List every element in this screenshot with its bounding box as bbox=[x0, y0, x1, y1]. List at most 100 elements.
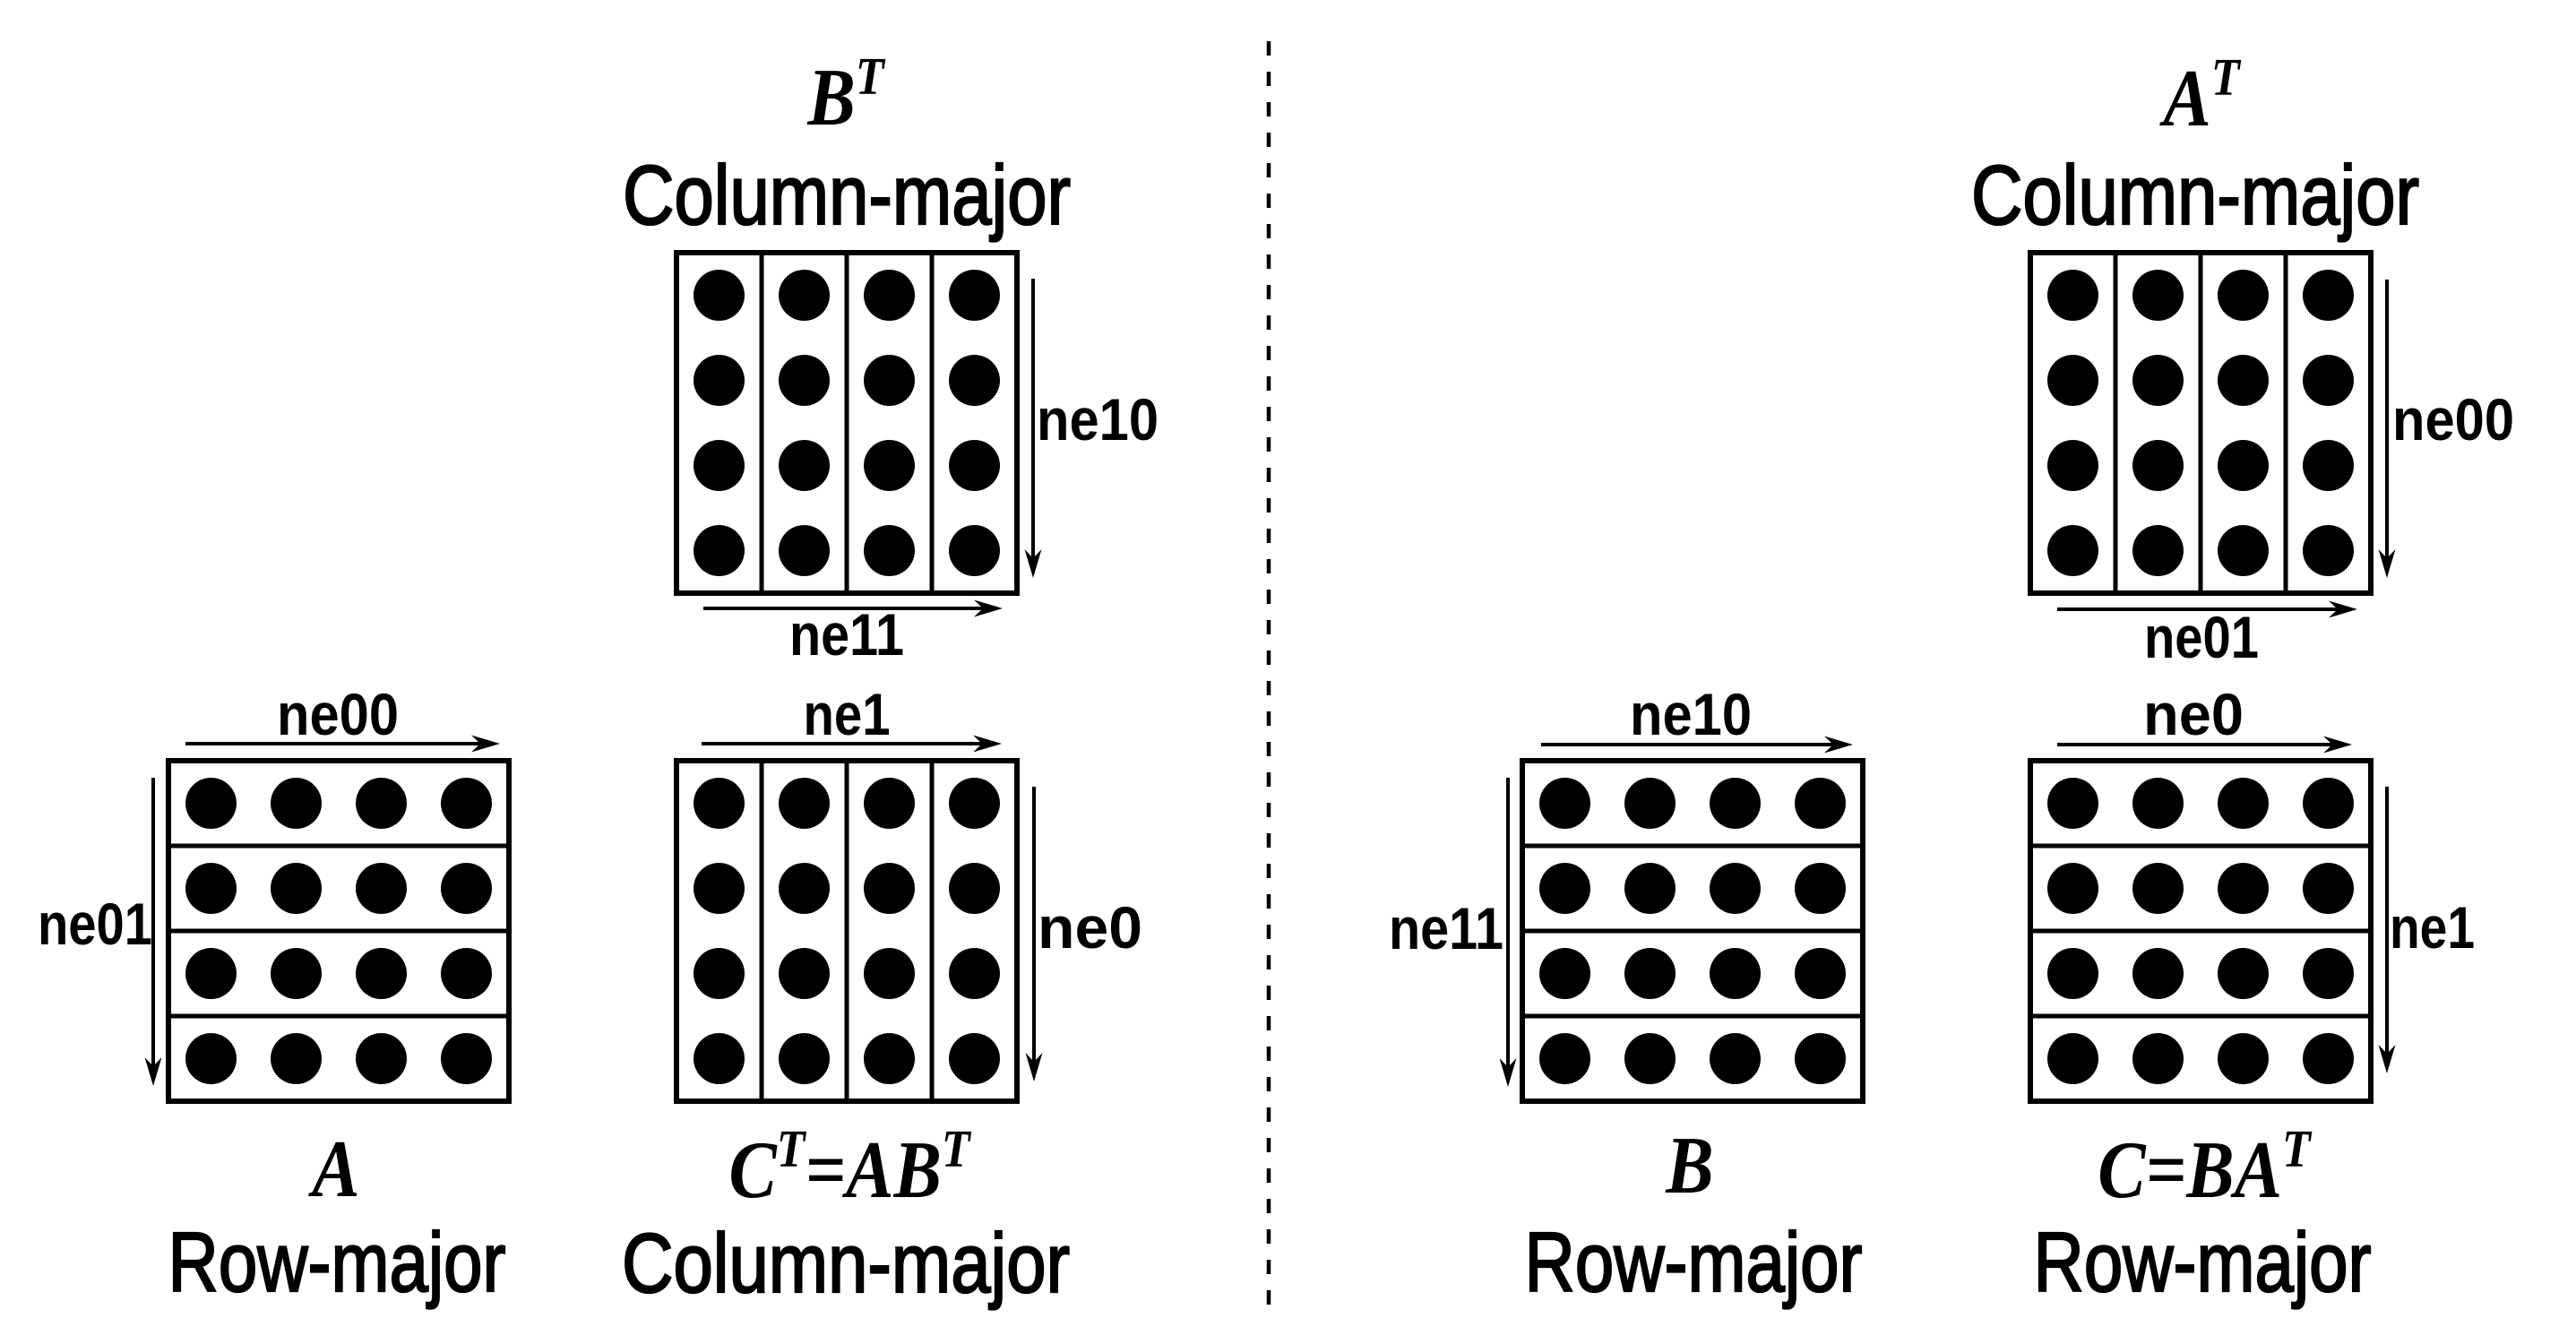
matrix-dot bbox=[2132, 1033, 2184, 1084]
matrix-c-transpose-storage-label: Column-major bbox=[622, 1216, 1070, 1310]
matrix-dot bbox=[441, 778, 492, 829]
matrix-dot bbox=[1710, 863, 1761, 914]
matrix-dot bbox=[779, 355, 830, 406]
matrix-dot bbox=[949, 948, 1000, 999]
dim-arrow-head bbox=[471, 735, 500, 753]
matrix-dot bbox=[864, 778, 915, 829]
matrix-dot bbox=[356, 778, 407, 829]
dim-arrow-head bbox=[1824, 736, 1853, 754]
matrix-dot bbox=[1539, 863, 1590, 914]
matrix-b-name: B bbox=[1665, 1120, 1713, 1210]
matrix-a-storage-label: Row-major bbox=[168, 1215, 506, 1309]
matrix-dot bbox=[2218, 863, 2269, 914]
matrix-dot bbox=[441, 863, 492, 914]
matrix-dot bbox=[949, 355, 1000, 406]
matrix-dot bbox=[1539, 1033, 1590, 1084]
matrix-c-grid bbox=[2028, 758, 2374, 1104]
matrix-dot bbox=[1624, 778, 1676, 829]
matrix-dot bbox=[864, 270, 915, 321]
dim-label-ne11-r: ne11 bbox=[1389, 895, 1503, 961]
matrix-dot bbox=[2132, 778, 2184, 829]
matrix-dot bbox=[1795, 778, 1846, 829]
matrix-dot bbox=[1539, 778, 1590, 829]
matrix-dot bbox=[864, 525, 915, 576]
matrix-dot bbox=[271, 863, 322, 914]
matrix-dot bbox=[779, 525, 830, 576]
matrix-dot bbox=[779, 948, 830, 999]
dim-arrow-ne00-r bbox=[2378, 280, 2396, 578]
matrix-dot bbox=[2303, 948, 2354, 999]
matrix-dot bbox=[949, 778, 1000, 829]
matrix-dot bbox=[779, 778, 830, 829]
matrix-a-transpose-title: AT bbox=[2159, 48, 2242, 143]
dim-label-ne0: ne0 bbox=[1038, 894, 1142, 961]
matrix-dot bbox=[441, 948, 492, 999]
matrix-dot bbox=[1710, 778, 1761, 829]
matrix-dot bbox=[864, 355, 915, 406]
matrix-dot bbox=[949, 1033, 1000, 1084]
matrix-dot bbox=[1795, 948, 1846, 999]
dim-arrow-head bbox=[144, 1057, 162, 1086]
matrix-c-transpose-name: CT=ABT bbox=[728, 1120, 971, 1215]
dim-label-ne01: ne01 bbox=[38, 891, 152, 957]
matrix-dot bbox=[2303, 270, 2354, 321]
matrix-dot bbox=[2303, 355, 2354, 406]
matrix-dot bbox=[2047, 525, 2098, 576]
dim-arrow-head bbox=[2323, 736, 2352, 754]
matrix-dot bbox=[779, 270, 830, 321]
matrix-dot bbox=[356, 1033, 407, 1084]
matrix-dot bbox=[271, 1033, 322, 1084]
dim-arrow-ne10 bbox=[1024, 279, 1042, 578]
matrix-dot bbox=[779, 863, 830, 914]
matrix-b-grid bbox=[1520, 758, 1865, 1104]
matrix-dot bbox=[185, 1033, 237, 1084]
matrix-dot bbox=[864, 440, 915, 491]
dim-arrow-ne00 bbox=[185, 735, 500, 753]
dim-label-ne00: ne00 bbox=[277, 681, 399, 747]
matrix-dot bbox=[271, 778, 322, 829]
matrix-dot bbox=[2047, 355, 2098, 406]
matrix-b-transpose-storage-label: Column-major bbox=[623, 148, 1071, 242]
matrix-dot bbox=[441, 1033, 492, 1084]
dim-arrow-head bbox=[2378, 1045, 2396, 1073]
matrix-dot bbox=[1624, 863, 1676, 914]
matrix-dot bbox=[2132, 440, 2184, 491]
matrix-dot bbox=[2047, 863, 2098, 914]
matrix-dot bbox=[185, 948, 237, 999]
matrix-dot bbox=[2303, 525, 2354, 576]
dim-arrow-head bbox=[1024, 549, 1042, 578]
dim-label-ne00-r: ne00 bbox=[2392, 386, 2514, 452]
matrix-dot bbox=[779, 440, 830, 491]
dim-arrow-ne1-r bbox=[2378, 787, 2396, 1073]
dim-arrow-ne11 bbox=[703, 599, 1003, 617]
dim-arrow-ne01-r bbox=[2057, 600, 2357, 618]
dim-arrow-ne0 bbox=[1025, 787, 1043, 1081]
matrix-dot bbox=[2047, 778, 2098, 829]
matrix-dot bbox=[1624, 948, 1676, 999]
matrix-c: ne0 ne1 C=BAT Row-major bbox=[2028, 681, 2475, 1310]
matrix-dot bbox=[864, 863, 915, 914]
matrix-dot bbox=[949, 525, 1000, 576]
matrix-dot bbox=[694, 1033, 745, 1084]
matrix-dot bbox=[1795, 1033, 1846, 1084]
matrix-dot bbox=[694, 778, 745, 829]
matrix-a: ne00 ne01 A Row-major bbox=[38, 681, 512, 1310]
matrix-dot bbox=[2218, 525, 2269, 576]
matrix-dot bbox=[185, 863, 237, 914]
dim-arrow-head bbox=[974, 599, 1003, 617]
matrix-dot bbox=[356, 863, 407, 914]
matrix-dot bbox=[2303, 863, 2354, 914]
matrix-b-transpose-grid bbox=[674, 250, 1020, 596]
dim-arrow-ne10-r bbox=[1541, 736, 1853, 754]
matrix-dot bbox=[864, 1033, 915, 1084]
dim-arrow-ne0-r bbox=[2057, 736, 2352, 754]
matrix-dot bbox=[779, 1033, 830, 1084]
matrix-a-grid bbox=[166, 758, 512, 1104]
matrix-dot bbox=[949, 440, 1000, 491]
matrix-c-name: C=BAT bbox=[2098, 1120, 2312, 1215]
dim-arrow-head bbox=[2329, 600, 2357, 618]
matrix-dot bbox=[185, 778, 237, 829]
matrix-dot bbox=[694, 948, 745, 999]
dim-arrow-head bbox=[1499, 1058, 1517, 1087]
